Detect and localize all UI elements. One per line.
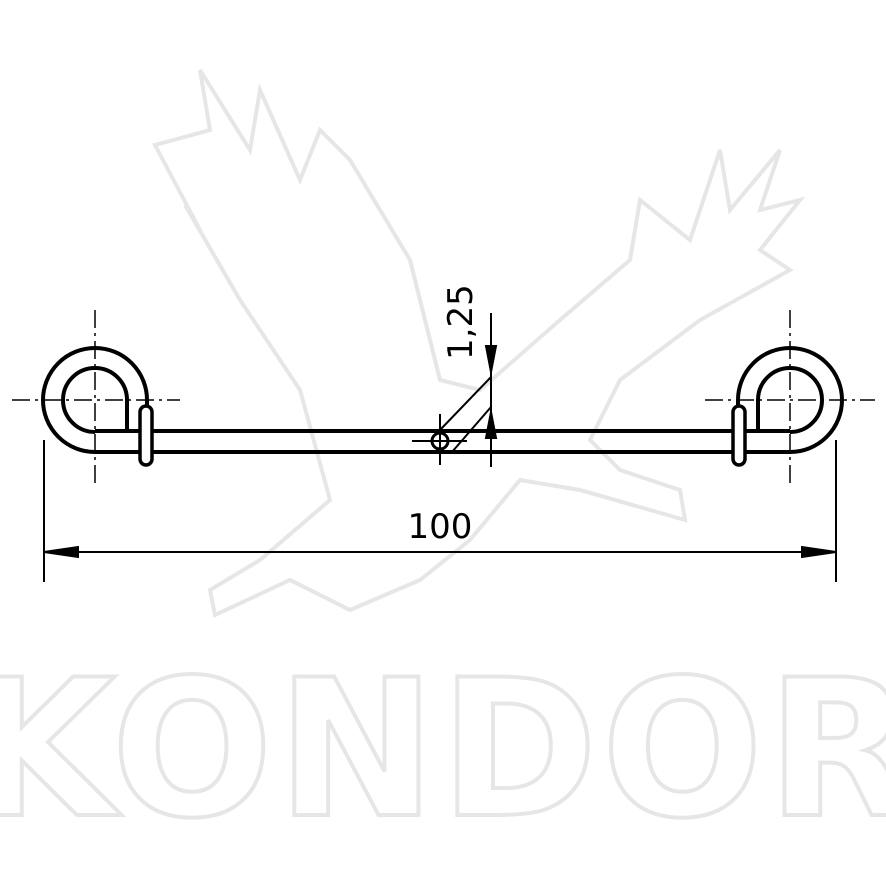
center-lines xyxy=(12,310,875,485)
torsion-spring xyxy=(41,346,844,454)
length-dimension xyxy=(43,440,837,582)
eagle-watermark xyxy=(152,68,806,618)
left-pin xyxy=(138,404,154,467)
wire-diameter-label: 1,25 xyxy=(441,284,481,360)
brand-watermark: KONDOR xyxy=(0,639,886,860)
right-pin xyxy=(731,404,747,467)
end-pins xyxy=(138,404,747,467)
length-label: 100 xyxy=(408,507,473,547)
wire-section-detail xyxy=(412,313,498,467)
